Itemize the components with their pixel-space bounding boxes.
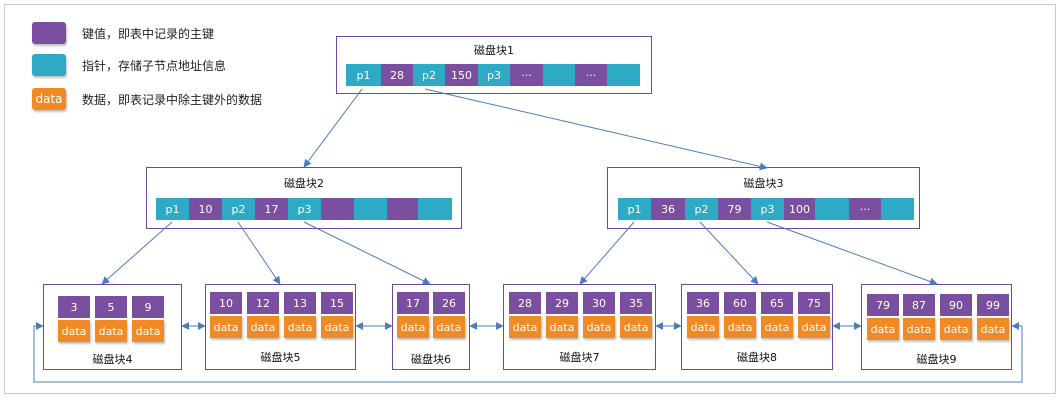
block3-cell-7 <box>815 198 849 220</box>
block2-cell-9 <box>418 198 452 220</box>
disk-block-2-cells: p1 10 p2 17 p3 <box>156 198 452 220</box>
root-cell-8: ··· <box>575 64 607 86</box>
leaf6-key-1: 17 <box>397 292 429 314</box>
block2-cell-7 <box>354 198 387 220</box>
block2-cell-3: p2 <box>222 198 255 220</box>
leaf8-key-1: 36 <box>687 292 719 314</box>
legend-pointer: 指针，存储子节点地址信息 <box>32 52 226 78</box>
disk-block-9-title: 磁盘块9 <box>916 353 957 366</box>
leaf5-entry-4: 15 data <box>321 292 353 338</box>
leaf5-key-3: 13 <box>284 292 316 314</box>
leaf4-key-2: 5 <box>95 296 127 318</box>
disk-block-3-cells: p1 36 p2 79 p3 100 ··· <box>618 198 914 220</box>
leaf5-key-1: 10 <box>210 292 242 314</box>
root-cell-3: p2 <box>413 64 445 86</box>
leaf7-key-3: 30 <box>583 292 615 314</box>
disk-block-2-title: 磁盘块2 <box>284 177 324 190</box>
leaf9-key-4: 99 <box>977 294 1009 316</box>
disk-block-3-title: 磁盘块3 <box>743 177 784 190</box>
diagram-frame <box>4 4 1056 394</box>
root-cell-6: ··· <box>510 64 543 86</box>
leaf7-key-2: 29 <box>546 292 578 314</box>
disk-block-5-title: 磁盘块5 <box>260 351 301 364</box>
block3-cell-9 <box>881 198 914 220</box>
arrow-leaf9-wrap-leaf4 <box>33 322 1023 383</box>
root-cell-1: p1 <box>346 64 381 86</box>
leaf5-key-4: 15 <box>321 292 353 314</box>
disk-block-2: 磁盘块2 p1 10 p2 17 p3 <box>146 167 462 229</box>
root-cell-7 <box>543 64 575 86</box>
leaf9-key-1: 79 <box>867 294 899 316</box>
disk-block-6-title: 磁盘块6 <box>411 353 451 366</box>
block3-cell-4: 79 <box>718 198 751 220</box>
block3-cell-8: ··· <box>849 198 881 220</box>
disk-block-1: 磁盘块1 p1 28 p2 150 p3 ··· ··· <box>336 36 652 94</box>
arrow-block1-to-block2 <box>303 88 363 168</box>
block2-cell-8 <box>387 198 418 220</box>
leaf4-key-1: 3 <box>58 296 90 318</box>
root-cell-4: 150 <box>445 64 478 86</box>
block2-cell-5: p3 <box>288 198 321 220</box>
root-cell-2: 28 <box>381 64 413 86</box>
legend-pointer-swatch <box>32 54 66 76</box>
block3-cell-5: p3 <box>751 198 784 220</box>
leaf8-key-3: 65 <box>761 292 793 314</box>
leaf9-key-2: 87 <box>903 294 935 316</box>
legend-data-swatch: data <box>32 88 66 110</box>
disk-block-3: 磁盘块3 p1 36 p2 79 p3 100 ··· <box>607 167 920 229</box>
legend-data: data 数据，即表记录中除主键外的数据 <box>32 86 262 112</box>
disk-block-1-title: 磁盘块1 <box>474 44 514 57</box>
disk-block-8-title: 磁盘块8 <box>737 351 777 364</box>
leaf6-key-2: 26 <box>433 292 465 314</box>
block3-cell-2: 36 <box>651 198 685 220</box>
block3-cell-3: p2 <box>685 198 718 220</box>
legend-key-text: 键值，即表中记录的主键 <box>82 26 215 41</box>
block2-cell-6 <box>321 198 354 220</box>
block2-cell-4: 17 <box>255 198 288 220</box>
legend-key: 键值，即表中记录的主键 <box>32 20 214 46</box>
arrow-block3-to-block8 <box>699 221 759 285</box>
leaf7-key-1: 28 <box>509 292 541 314</box>
arrow-block1-to-block3 <box>424 88 768 171</box>
arrow-block3-to-block7 <box>579 221 635 285</box>
block3-cell-6: 100 <box>784 198 815 220</box>
leaf8-key-4: 75 <box>798 292 830 314</box>
leaf7-key-4: 35 <box>620 292 652 314</box>
block2-cell-1: p1 <box>156 198 189 220</box>
legend-key-swatch <box>32 22 66 44</box>
disk-block-1-cells: p1 28 p2 150 p3 ··· ··· <box>346 64 640 86</box>
arrow-block2-to-block6 <box>303 221 431 285</box>
block3-cell-1: p1 <box>618 198 651 220</box>
legend-pointer-text: 指针，存储子节点地址信息 <box>82 58 227 73</box>
leaf5-key-2: 12 <box>247 292 279 314</box>
leaf9-key-3: 90 <box>940 294 972 316</box>
root-cell-5: p3 <box>478 64 510 86</box>
leaf5-entry-1: 10 data <box>210 292 242 338</box>
disk-block-7-title: 磁盘块7 <box>559 351 600 364</box>
root-cell-9 <box>607 64 640 86</box>
arrow-block2-to-block4 <box>101 221 173 285</box>
leaf4-key-3: 9 <box>132 296 164 318</box>
block2-cell-2: 10 <box>189 198 222 220</box>
arrow-block2-to-block5 <box>237 221 281 285</box>
legend-data-text: 数据，即表记录中除主键外的数据 <box>82 92 263 107</box>
arrow-block3-to-block9 <box>766 221 938 286</box>
disk-block-4-title: 磁盘块4 <box>92 353 133 366</box>
leaf8-key-2: 60 <box>724 292 756 314</box>
